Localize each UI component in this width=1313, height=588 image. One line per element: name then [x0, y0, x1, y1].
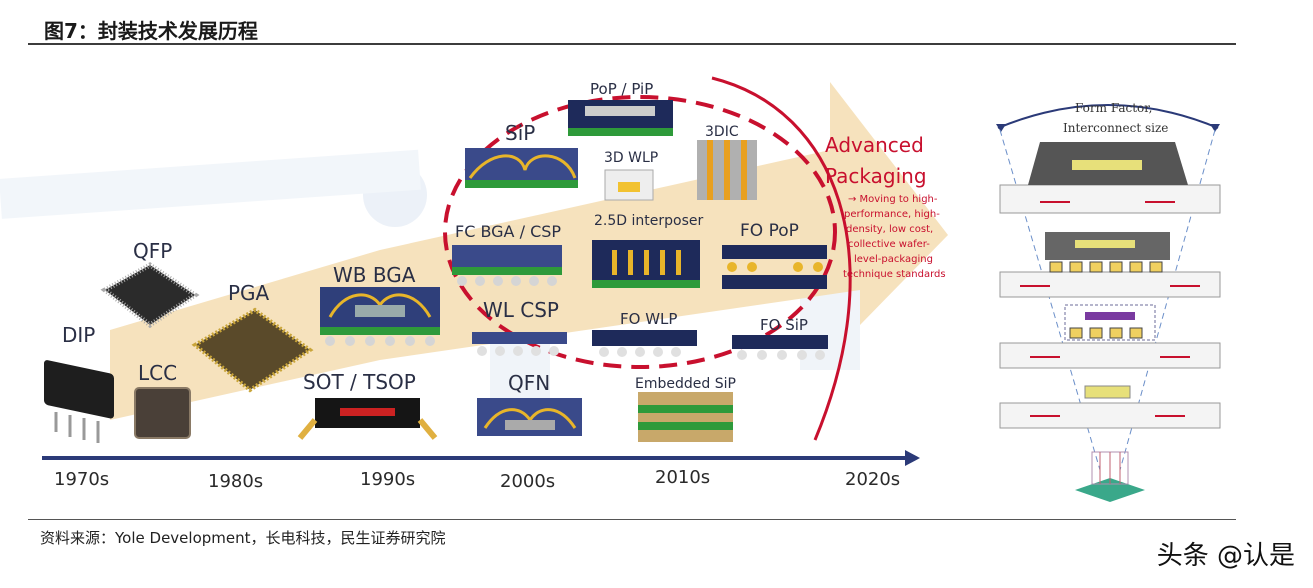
decade-2020s: 2020s	[845, 469, 900, 490]
pga-package-icon	[191, 307, 314, 393]
embedded-sip-label: Embedded SiP	[635, 376, 736, 392]
sot-tsop-label: SOT / TSOP	[303, 370, 416, 394]
wl-csp-package-icon	[472, 332, 567, 356]
pga-label: PGA	[228, 281, 270, 305]
sip-package-icon	[465, 148, 578, 188]
decade-1980s: 1980s	[208, 471, 263, 492]
2-5d-interposer-package-icon	[592, 240, 700, 288]
note-line-3: density, low cost,	[846, 224, 933, 235]
note-line-6: technique standards	[843, 269, 946, 280]
3dic-label: 3DIC	[705, 124, 739, 140]
fo-sip-package-icon	[732, 335, 828, 360]
fo-wlp-package-icon	[592, 330, 697, 357]
lcc-package-icon	[134, 387, 191, 439]
dip-label: DIP	[62, 323, 95, 347]
pop-pip-package-icon	[568, 100, 673, 136]
advanced-packaging-ellipse	[443, 95, 837, 369]
advanced-packaging-note: → Moving to high- performance, high- den…	[843, 194, 946, 280]
lcc-label: LCC	[138, 361, 177, 385]
figure-title: 图7：封装技术发展历程	[44, 19, 258, 43]
fo-pop-package-icon	[722, 245, 827, 289]
3d-wlp-label: 3D WLP	[604, 150, 658, 166]
note-line-4: collective wafer-	[848, 239, 930, 250]
decade-1970s: 1970s	[54, 469, 109, 490]
form-factor-line2: Interconnect size	[1063, 121, 1168, 135]
sot-tsop-package-icon	[297, 398, 438, 440]
advanced-packaging-line1: Advanced	[825, 133, 924, 157]
qfp-package-icon	[100, 262, 200, 329]
note-line-5: level-packaging	[854, 254, 933, 265]
fc-bga-csp-package-icon	[452, 245, 562, 286]
pop-pip-label: PoP / PiP	[590, 80, 653, 98]
embedded-sip-package-icon	[638, 392, 733, 442]
timeline-arrowhead	[905, 450, 920, 466]
3dic-package-icon	[697, 140, 757, 200]
fc-bga-csp-label: FC BGA / CSP	[455, 222, 561, 241]
3d-wlp-package-icon	[604, 169, 654, 201]
qfp-label: QFP	[133, 239, 172, 263]
sip-label: SiP	[505, 121, 535, 145]
note-line-2: performance, high-	[844, 209, 940, 220]
decade-1990s: 1990s	[360, 469, 415, 490]
advanced-packaging-line2: Packaging	[825, 164, 927, 188]
decade-2010s: 2010s	[655, 467, 710, 488]
wb-bga-package-icon	[320, 287, 440, 346]
wb-bga-label: WB BGA	[333, 263, 416, 287]
footer-rule	[28, 519, 1236, 520]
qfn-package-icon	[477, 398, 582, 436]
advanced-packaging-boundary	[711, 76, 852, 441]
chip-stack-icon	[1075, 451, 1145, 502]
2-5d-interposer-label: 2.5D interposer	[594, 213, 703, 229]
form-factor-panel: Form Factor, Interconnect size	[996, 101, 1221, 502]
form-factor-line1: Form Factor,	[1075, 101, 1153, 115]
source-note: 资料来源：Yole Development，长电科技，民生证券研究院	[40, 529, 446, 547]
decade-2000s: 2000s	[500, 471, 555, 492]
fo-wlp-label: FO WLP	[620, 310, 677, 328]
dip-package-icon	[44, 360, 114, 443]
watermark-text: 头条 @认是	[1156, 541, 1295, 571]
title-rule	[28, 43, 1236, 45]
fo-sip-label: FO SiP	[760, 316, 808, 334]
wl-csp-label: WL CSP	[483, 298, 559, 322]
note-line-1: → Moving to high-	[848, 194, 938, 205]
fo-pop-label: FO PoP	[740, 221, 799, 241]
qfn-label: QFN	[508, 371, 550, 395]
